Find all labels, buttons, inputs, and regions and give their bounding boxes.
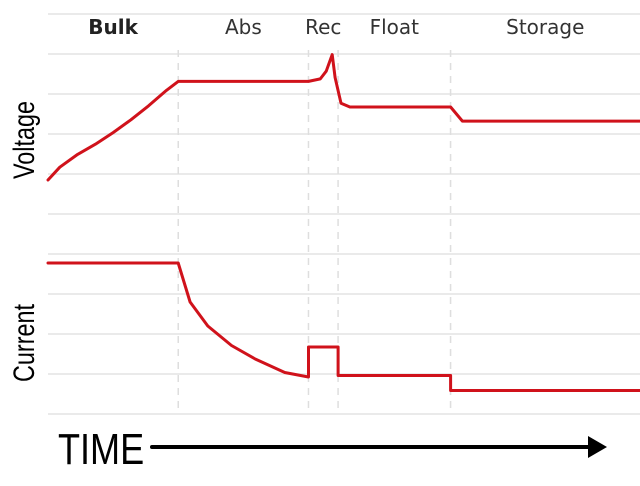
phase-label-abs: Abs bbox=[225, 15, 262, 39]
current-trace bbox=[46, 261, 640, 392]
voltage-axis-label: Voltage bbox=[7, 101, 40, 179]
traces bbox=[46, 53, 640, 392]
time-arrow-head-icon bbox=[588, 436, 607, 458]
phase-label-bulk: Bulk bbox=[88, 15, 138, 39]
time-axis-label: TIME bbox=[58, 425, 144, 474]
phase-label-storage: Storage bbox=[506, 15, 584, 39]
phase-dividers bbox=[177, 50, 452, 414]
voltage-trace bbox=[46, 53, 640, 182]
grid-layer bbox=[48, 13, 640, 415]
phase-label-rec: Rec bbox=[305, 15, 341, 39]
time-axis: TIME bbox=[58, 425, 607, 474]
current-axis-label: Current bbox=[7, 304, 40, 382]
phase-labels: Bulk Abs Rec Float Storage bbox=[88, 15, 584, 39]
phase-label-float: Float bbox=[370, 15, 420, 39]
